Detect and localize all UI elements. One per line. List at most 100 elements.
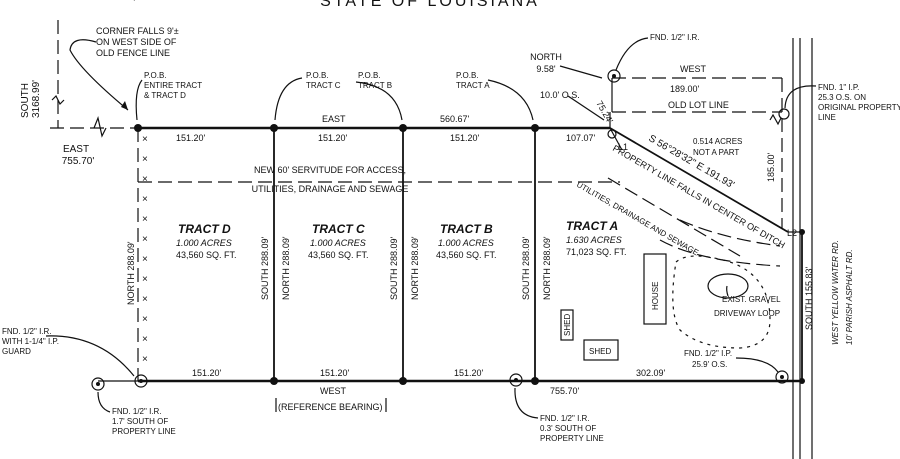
l2-label: L2 (787, 228, 797, 238)
text-line: CORNER FALLS 9'± (96, 26, 179, 36)
road-surface: 10' PARISH ASPHALT RD. (845, 249, 854, 345)
text-line: DRIVEWAY LOOP (714, 309, 780, 318)
text-line: FND. 1/2" I.P. (684, 349, 732, 358)
svg-text:×: × (142, 294, 148, 305)
south-seg-4: 302.09' (636, 368, 666, 378)
pob-entire: P.O.B.ENTIRE TRACT& TRACT D (144, 71, 202, 100)
text-line: 1.7' SOUTH OF (112, 417, 168, 426)
text-line: GUARD (2, 347, 31, 356)
south-line-label: WEST (320, 386, 347, 396)
north-line-label: EAST (322, 114, 346, 124)
servitude-diagonal: NEW 60' SERVITUDE FOR ACCESS, (0, 0, 135, 2)
tract-b-sqft: 43,560 SQ. FT. (436, 250, 497, 260)
text-line: UTILITIES, DRAINAGE AND SEWAGE (252, 184, 409, 194)
text-line: P.O.B. (144, 71, 167, 80)
text-line: NOT A PART (693, 148, 739, 157)
south-line-reference: (REFERENCE BEARING) (278, 402, 383, 412)
text-line: 25.9' O.S. (692, 360, 727, 369)
svg-text:×: × (142, 134, 148, 145)
monument-sw-outer (91, 377, 105, 391)
svg-text:×: × (142, 214, 148, 225)
text-line: ENTIRE TRACT (144, 81, 202, 90)
monument-south-mid (509, 373, 523, 387)
text-line: P.O.B. (456, 71, 479, 80)
svg-text:×: × (142, 274, 148, 285)
text-line: NORTH (530, 52, 562, 62)
west-line-call: NORTH 288.09' (126, 241, 136, 305)
north-seg-4: 107.07' (566, 133, 596, 143)
text-line: P.O.B. (358, 71, 381, 80)
house: HOUSE (643, 253, 667, 325)
tract-c-name: TRACT C (312, 222, 365, 236)
svg-text:×: × (142, 314, 148, 325)
south-seg-3: 151.20' (454, 368, 484, 378)
line-dc-right: NORTH 288.09' (281, 236, 291, 300)
north-line-total: 560.67' (440, 114, 470, 124)
text-line: 9.58' (536, 64, 556, 74)
tract-c-acres: 1.000 ACRES (310, 238, 366, 248)
line-dc-left: SOUTH 288.09' (260, 236, 270, 300)
shed-2-label: SHED (589, 347, 611, 356)
excluded-parcel (609, 77, 783, 228)
road: WEST YELLOW WATER RD. 10' PARISH ASPHALT… (792, 38, 854, 459)
servitude-horizontal: NEW 60' SERVITUDE FOR ACCESS,UTILITIES, … (252, 165, 409, 194)
line-cb-left: SOUTH 288.09' (389, 236, 399, 300)
monument-right-top (778, 108, 790, 120)
west-top-dist: 189.00' (670, 84, 700, 94)
south-call: SOUTH3168.99' (20, 80, 42, 118)
tract-c-sqft: 43,560 SQ. FT. (308, 250, 369, 260)
monument-top (607, 69, 621, 83)
north-seg-2: 151.20' (318, 133, 348, 143)
monument-se-label: FND. 1/2" I.P. 25.9' O.S. (684, 349, 732, 369)
svg-text:×: × (142, 174, 148, 185)
tract-d: TRACT D 1.000 ACRES 43,560 SQ. FT. (176, 222, 237, 260)
monument-l1 (607, 129, 617, 139)
text-line: OLD FENCE LINE (96, 48, 170, 58)
svg-text:×: × (142, 254, 148, 265)
fence-marks: ××× ××× ××× ××× (142, 134, 148, 365)
text-line: P.O.B. (306, 71, 329, 80)
south-seg-1: 151.20' (192, 368, 222, 378)
text-line: ORIGINAL PROPERTY (818, 103, 900, 112)
svg-text:×: × (142, 194, 148, 205)
text-line: PROPERTY LINE (112, 427, 176, 436)
tract-d-sqft: 43,560 SQ. FT. (176, 250, 237, 260)
shed-1: SHED (560, 309, 574, 341)
tract-a: TRACT A 1.630 ACRES 71,023 SQ. FT. (566, 219, 627, 257)
monument-se (775, 370, 789, 384)
north-seg-3: 151.20' (450, 133, 480, 143)
text-line: PROPERTY LINE (540, 434, 604, 443)
l1-label: L1 (618, 142, 628, 152)
text-line: TRACT C (306, 81, 341, 90)
offset-label: 10.0' O.S. (540, 90, 580, 100)
text-line: FND. 1" I.P. (818, 83, 859, 92)
excluded-east-dist: 185.00' (766, 152, 776, 182)
line-cb-right: NORTH 288.09' (410, 236, 420, 300)
monument-sw (134, 374, 148, 388)
text-line: TRACT B (358, 81, 392, 90)
pob-c: P.O.B.TRACT C (306, 71, 341, 90)
text-line: & TRACT D (144, 91, 186, 100)
text-line: SOUTH (20, 83, 31, 118)
road-name: WEST YELLOW WATER RD. (831, 240, 840, 345)
text-line: FND. 1/2" I.R. (2, 327, 52, 336)
text-line: 25.3 O.S. ON (818, 93, 866, 102)
svg-text:×: × (142, 154, 148, 165)
text-line: 0.3' SOUTH OF (540, 424, 596, 433)
text-line: TRACT A (456, 81, 490, 90)
diagonal-servitude (607, 177, 741, 257)
east-line-call: SOUTH 155.83' (804, 266, 814, 330)
line-ba-right: NORTH 288.09' (542, 236, 552, 300)
bearing-line (609, 127, 789, 233)
west-top-label: WEST (680, 64, 707, 74)
corner-markers (134, 124, 805, 385)
south-seg-2: 151.20' (320, 368, 350, 378)
old-lot-line-label: OLD LOT LINE (668, 100, 729, 110)
tract-d-name: TRACT D (178, 222, 231, 236)
